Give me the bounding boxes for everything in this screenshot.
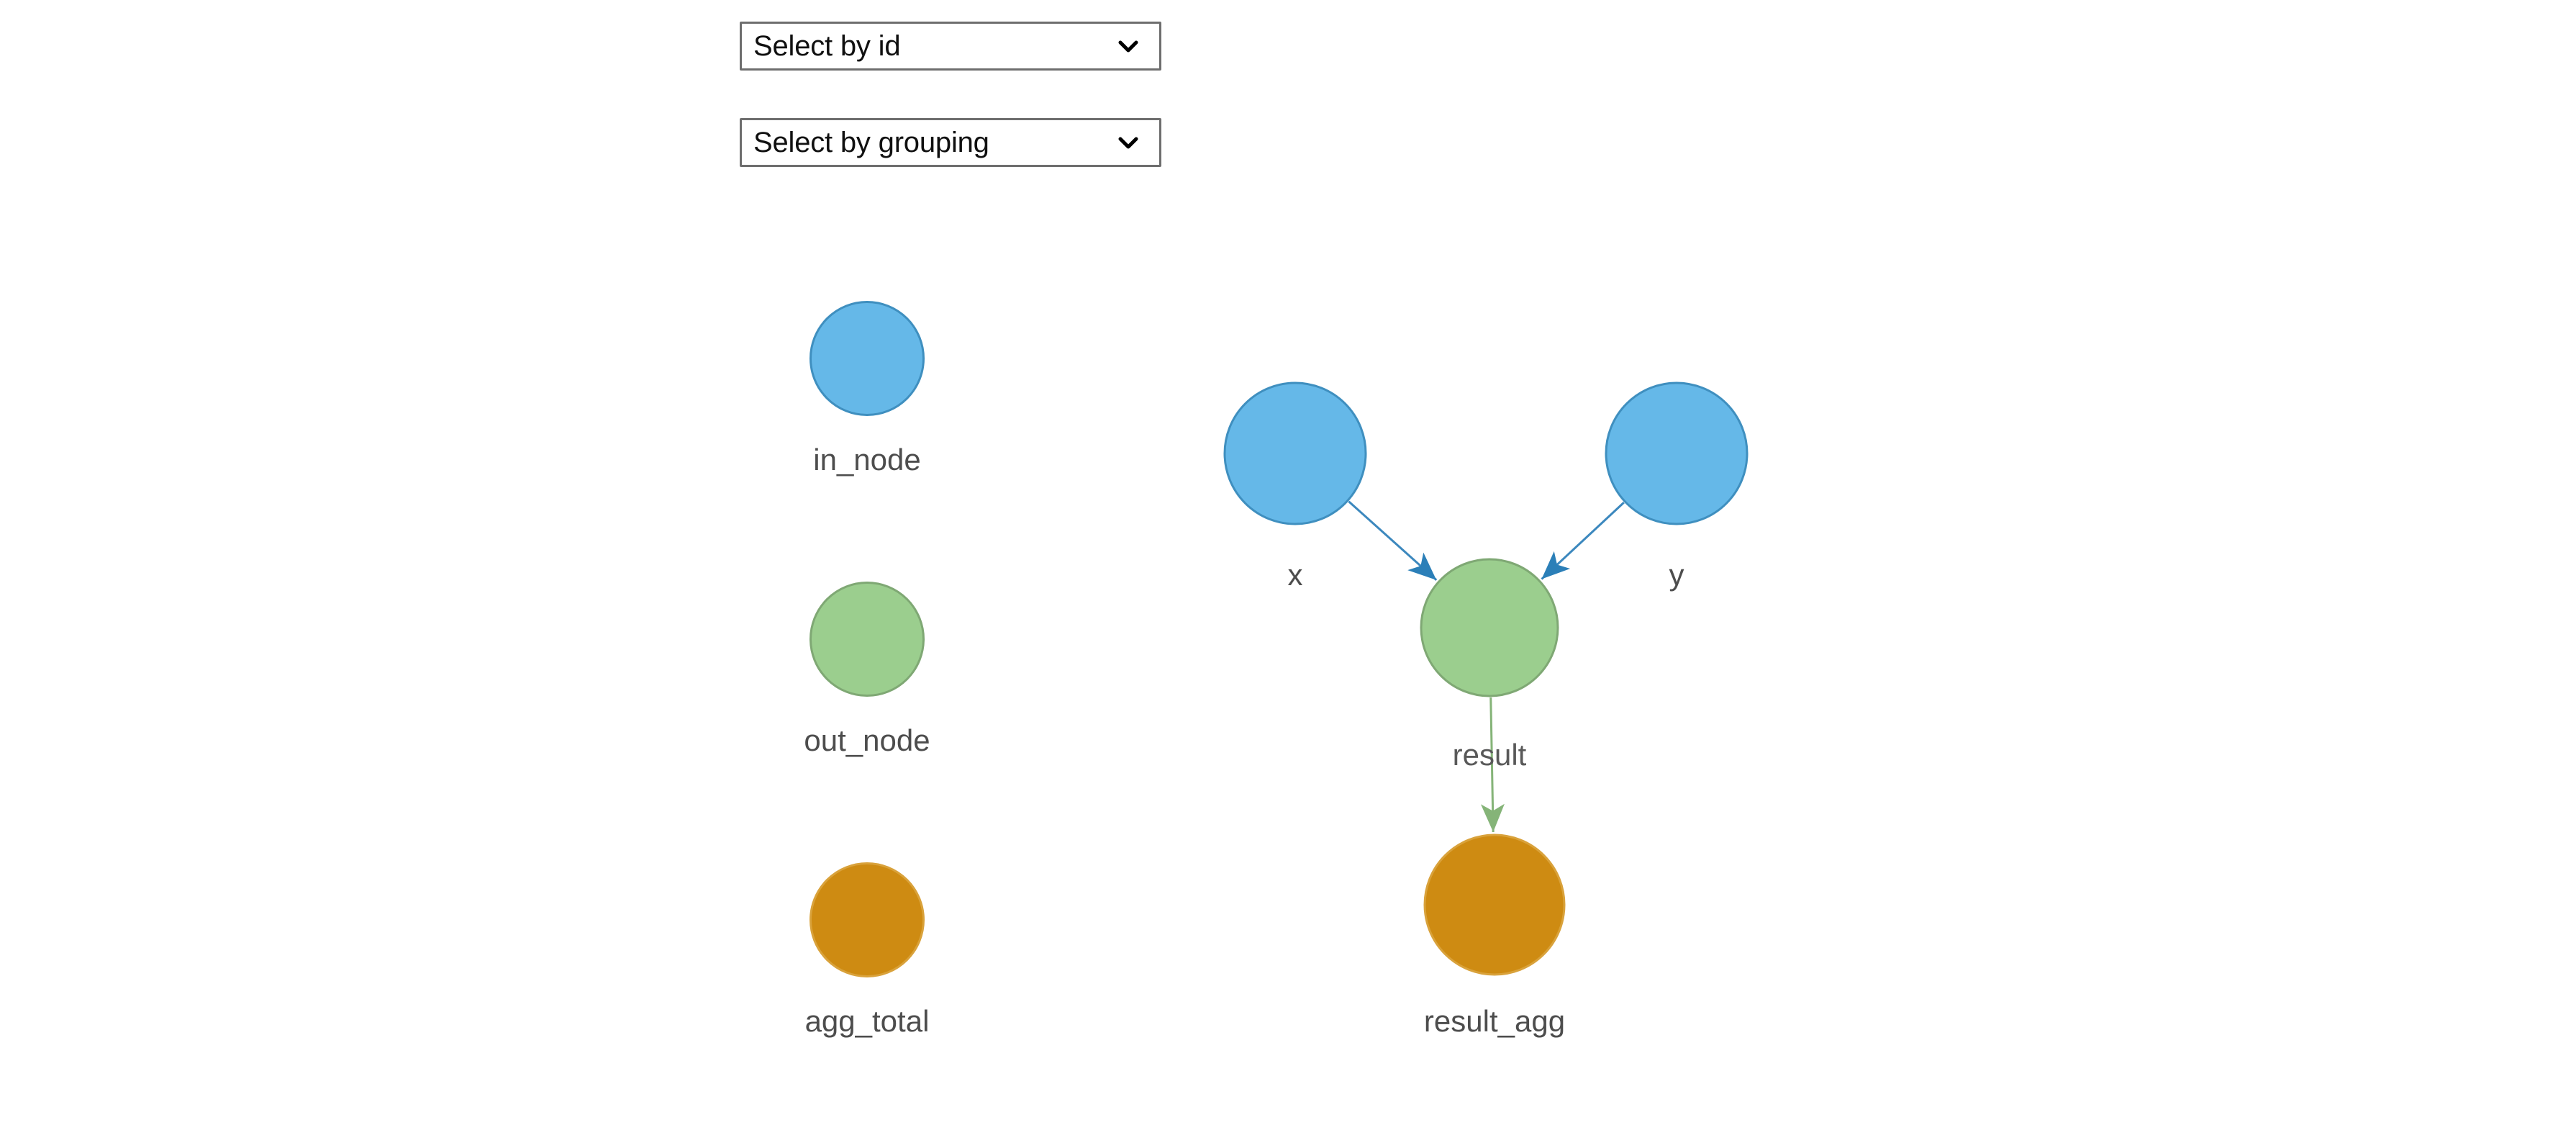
legend-item-out-node[interactable]: out_node	[748, 582, 986, 862]
graph-node-result_agg[interactable]	[1423, 833, 1566, 976]
legend-item-in-node[interactable]: in_node	[748, 301, 986, 582]
edge-label: result	[1453, 738, 1527, 772]
legend-item-label: agg_total	[804, 1004, 930, 1038]
legend-item-label: out_node	[804, 723, 930, 757]
graph-edge-y-to-result[interactable]	[1541, 502, 1625, 580]
out-node-swatch-circle	[809, 582, 925, 697]
node-link-graph[interactable]: result x y result_agg	[1151, 302, 1871, 1080]
legend-item-label: in_node	[813, 443, 921, 476]
node-type-legend: in_node out_node agg_total	[748, 301, 986, 1143]
select-by-grouping-value: Select by grouping	[753, 127, 989, 158]
chevron-down-icon[interactable]	[1116, 130, 1140, 155]
node-label-y: y	[1669, 558, 1684, 592]
chevron-down-icon[interactable]	[1116, 34, 1140, 58]
graph-nodes[interactable]	[1223, 381, 1749, 976]
select-by-id[interactable]: Select by id	[740, 22, 1161, 71]
node-label-x: x	[1288, 558, 1303, 592]
graph-node-result[interactable]	[1420, 558, 1559, 697]
node-label-result_agg: result_agg	[1424, 1004, 1565, 1038]
graph-node-x[interactable]	[1223, 381, 1367, 525]
graph-edge-result-to-result_agg[interactable]	[1480, 697, 1505, 833]
controls-panel: Select by id Select by grouping	[740, 22, 1171, 214]
select-by-id-value: Select by id	[753, 30, 901, 62]
select-by-grouping[interactable]: Select by grouping	[740, 118, 1161, 167]
graph-edges	[1348, 500, 1625, 833]
in-node-swatch-circle	[809, 301, 925, 416]
graph-edge-x-to-result[interactable]	[1348, 500, 1438, 582]
agg-total-swatch-circle	[809, 862, 925, 977]
legend-item-agg-total[interactable]: agg_total	[748, 862, 986, 1143]
graph-node-y[interactable]	[1605, 381, 1749, 525]
graph-labels: result x y result_agg	[1288, 558, 1684, 1038]
